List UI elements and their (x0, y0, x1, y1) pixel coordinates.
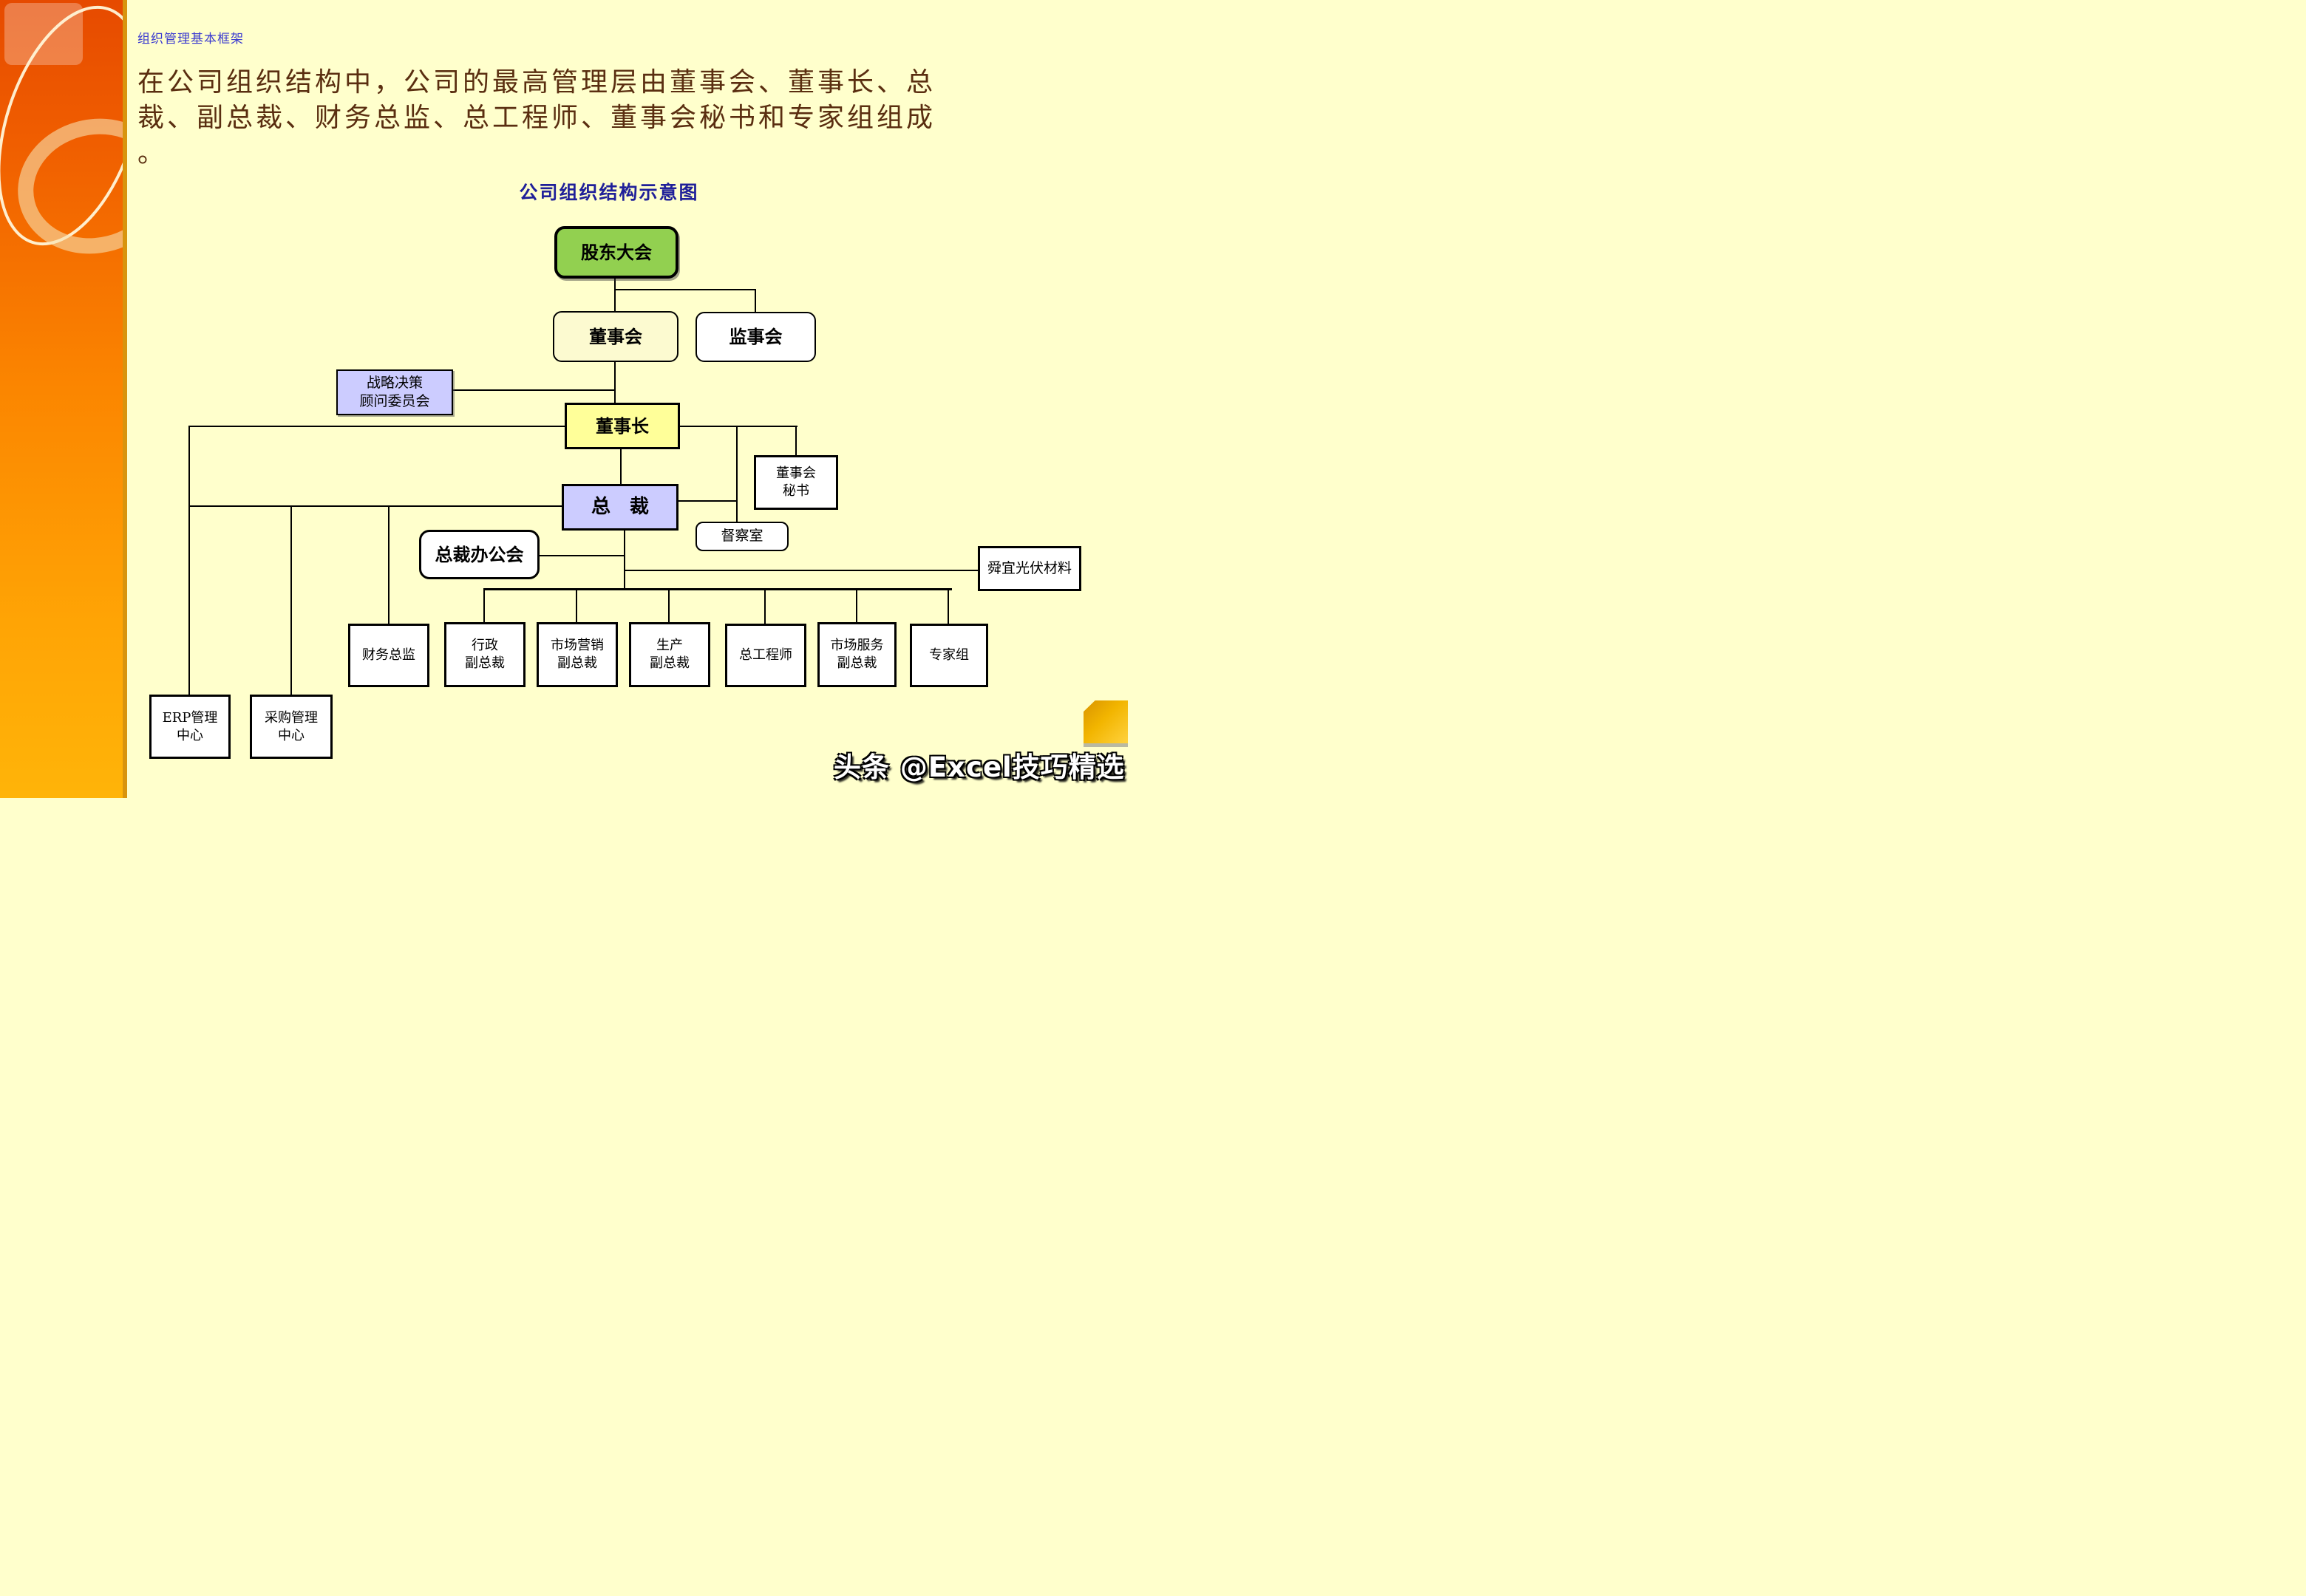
slide-eyebrow-title: 组织管理基本框架 (137, 32, 244, 47)
light-panel-shape (4, 3, 83, 65)
org-node-expert-group: 专家组 (910, 624, 988, 687)
org-node-strategy-advisory-committee: 战略决策 顾问委员会 (336, 369, 453, 415)
connector-line (539, 555, 625, 556)
sidebar-decoration (0, 0, 127, 798)
thin-ellipse-shape (0, 5, 127, 246)
sidebar-circles-graphic (0, 3, 127, 254)
connector-line (736, 426, 738, 522)
connector-line (614, 289, 756, 290)
watermark-text: 头条 @Excel技巧精选 (834, 751, 1125, 783)
connector-bus-line (483, 588, 952, 590)
org-node-procurement-center: 采购管理 中心 (250, 695, 333, 759)
connector-line (624, 530, 625, 590)
folded-corner-decoration (1084, 700, 1128, 743)
org-node-inspection-office: 督察室 (695, 522, 789, 551)
org-node-shunyi-pv-materials: 舜宜光伏材料 (978, 546, 1081, 591)
connector-line (795, 426, 797, 456)
org-node-production-vp: 生产 副总裁 (629, 622, 710, 687)
connector-line (755, 289, 756, 312)
org-node-chairman: 董事长 (565, 403, 680, 449)
connector-line (856, 590, 857, 623)
slide-body-paragraph: 在公司组织结构中，公司的最高管理层由董事会、董事长、总裁、副总裁、财务总监、总工… (137, 67, 936, 168)
org-node-president: 总 裁 (562, 484, 678, 531)
connector-line (668, 590, 670, 623)
folded-corner-shadow (1084, 743, 1128, 747)
connector-line (624, 570, 979, 571)
connector-line (678, 500, 737, 502)
connector-line (188, 505, 562, 507)
connector-line (453, 389, 616, 391)
org-node-board-secretary: 董事会 秘书 (754, 455, 838, 510)
org-node-shareholders-meeting: 股东大会 (554, 226, 678, 279)
connector-line (614, 362, 616, 403)
org-node-admin-vp: 行政 副总裁 (444, 622, 526, 687)
org-chart-title: 公司组织结构示意图 (519, 182, 699, 203)
connector-line (483, 590, 485, 623)
sidebar-edge-strip (123, 0, 127, 798)
connector-line (388, 505, 390, 624)
connector-line (188, 426, 565, 427)
org-node-marketing-vp: 市场营销 副总裁 (537, 622, 618, 687)
org-node-supervisory-board: 监事会 (695, 312, 816, 362)
org-node-chief-engineer: 总工程师 (725, 624, 806, 687)
thick-ring-shape (18, 118, 127, 254)
connector-line (614, 279, 616, 312)
connector-line (764, 590, 766, 624)
connector-line (290, 505, 292, 695)
connector-line (188, 426, 190, 695)
org-node-president-office-meeting: 总裁办公会 (419, 530, 540, 579)
org-node-market-service-vp: 市场服务 副总裁 (817, 622, 897, 687)
org-node-cfo: 财务总监 (348, 624, 429, 687)
connector-line (576, 590, 577, 623)
org-node-board-of-directors: 董事会 (553, 311, 678, 362)
org-node-erp-center: ERP管理 中心 (149, 695, 231, 759)
connector-line (679, 426, 797, 427)
connector-line (620, 449, 622, 485)
connector-line (948, 590, 949, 624)
